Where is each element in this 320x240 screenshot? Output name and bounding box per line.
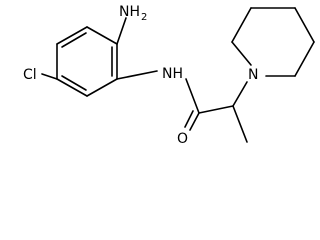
bond [231,41,252,66]
atom-carbonyl-o: O [177,131,188,147]
bond-n-to-carbonyl [185,78,200,114]
amino-symbol: NH [119,4,140,20]
atom-amino: NH 2 [119,4,147,23]
bond-alpha-to-piperidine-n [232,81,248,107]
amino-subscript: 2 [141,12,147,23]
atom-chloro: Cl [23,67,37,83]
double-bond-inner [61,75,87,91]
bond [56,78,88,97]
benzene-ring [56,26,118,97]
molecule-diagram: NH 2 Cl NH O N [23,4,315,147]
carbonyl-double-bond [189,112,200,131]
bond-to-amino [116,17,127,45]
bond-to-chloro [41,73,58,80]
bond-carbonyl-to-alpha [198,105,234,114]
bond [86,78,118,97]
piperidine-ring [231,7,315,77]
bond [231,7,252,43]
atom-amide-nh: NH [162,66,183,82]
double-bond-inner [61,32,87,48]
bond [86,26,118,45]
carbonyl-double-bond [184,110,194,128]
bond-to-amide-n [116,70,158,80]
bond-alpha-to-methyl [232,105,248,143]
bond [294,7,315,43]
atom-piperidine-n: N [248,67,258,83]
bond [56,26,88,45]
bond [294,41,315,77]
structure-canvas: NH 2 Cl NH O N [23,4,315,147]
